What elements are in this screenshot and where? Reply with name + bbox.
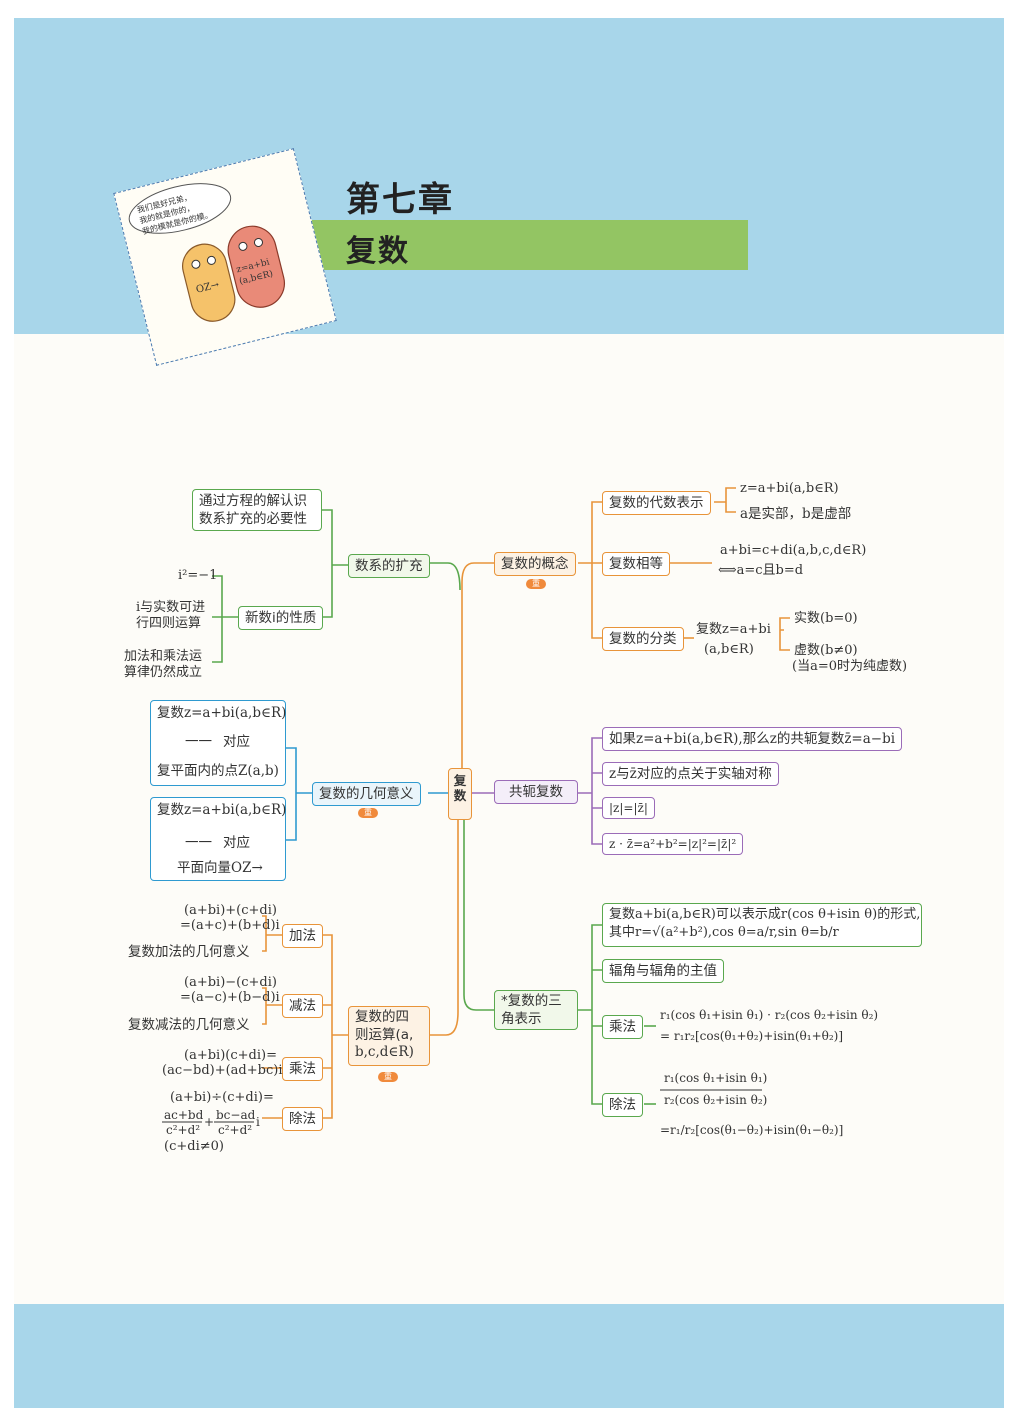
classify-z-2: (a,b∈R) [704, 642, 754, 657]
node-classification: 复数的分类 [602, 627, 684, 652]
conjugate-symmetry: z与z̄对应的点关于实轴对称 [602, 762, 779, 787]
footer-band [14, 1304, 1004, 1408]
trig-def-line-1: 复数a+bi(a,b∈R)可以表示成r(cos θ+isin θ)的形式, [609, 907, 921, 922]
i-prop-line-3: 加法和乘法运 [124, 649, 203, 664]
node-conjugate: 共轭复数 [494, 780, 578, 805]
mul-formula-2: (ac−bd)+(ad+bc)i [162, 1063, 283, 1078]
trig-argument: 辐角与辐角的主值 [602, 959, 724, 984]
classify-z-1: 复数z=a+bi [696, 622, 771, 637]
div-formula-1: (a+bi)÷(c+di)= [170, 1090, 274, 1105]
node-complex-equal: 复数相等 [602, 552, 670, 577]
trig-label-1: *复数的三 [501, 993, 562, 1009]
trig-label-2: 角表示 [501, 1010, 542, 1027]
div-num-2: bc−ad [216, 1108, 256, 1122]
node-arithmetic: 复数的四 则运算(a, b,c,d∈R) [348, 1006, 430, 1066]
trig-mul-line-1: r₁(cos θ₁+isin θ₁) · r₂(cos θ₂+isin θ₂) [660, 1008, 879, 1022]
key-badge: 重 [526, 579, 546, 589]
chapter-label: 第七章 [346, 180, 454, 220]
node-addition: 加法 [282, 924, 323, 949]
div-i: i [256, 1115, 260, 1129]
title-bar [282, 220, 748, 270]
sub-geometry: 复数减法的几何意义 [128, 1017, 250, 1033]
cartoon-illustration: 我们是好兄弟， 我的就是你的， 我的模就是你的模。 OZ→ z=a+bi (a,… [113, 148, 337, 366]
mul-formula-1: (a+bi)(c+di)= [184, 1048, 277, 1063]
trig-def-line-2: 其中r=√(a²+b²),cos θ=a/r,sin θ=b/r [609, 924, 839, 940]
i-prop-line-1: i与实数可进 [136, 600, 206, 615]
trig-div-result: =r₁/r₂[cos(θ₁−θ₂)+isin(θ₁−θ₂)] [660, 1123, 844, 1137]
reason-line-2: 数系扩充的必要性 [199, 511, 307, 528]
i-prop-line-2: 行四则运算 [136, 616, 202, 631]
trig-mul-line-2: = r₁r₂[cos(θ₁+θ₂)+isin(θ₁+θ₂)] [660, 1029, 844, 1043]
classify-real: 实数(b=0) [794, 611, 858, 626]
arith-line-2: 则运算(a, [355, 1026, 414, 1043]
key-badge: 重 [378, 1072, 398, 1082]
conjugate-product: z · z̄=a²+b²=|z|²=|z̄|² [602, 833, 744, 856]
classify-imag: 虚数(b≠0) [794, 643, 858, 658]
i-prop-line-4: 算律仍然成立 [124, 665, 203, 680]
div-num-1: ac+bd [164, 1108, 204, 1122]
node-trig-form: *复数的三 角表示 [494, 990, 578, 1030]
add-formula-1: (a+bi)+(c+di) [184, 903, 277, 918]
geometry-box-point: 复数z=a+bi(a,b∈R) 一一 对应 复平面内的点Z(a,b) [150, 700, 286, 786]
reason-line-1: 通过方程的解认识 [199, 493, 307, 509]
page-title: 复数 [346, 234, 410, 269]
div-den-1: c²+d² [166, 1123, 201, 1137]
geo-box2-correspond: 对应 [223, 835, 250, 851]
classify-pure: (当a=0时为纯虚数) [792, 659, 908, 674]
algebraic-line-2: a是实部，b是虚部 [740, 506, 852, 522]
add-geometry: 复数加法的几何意义 [128, 944, 250, 960]
center-node: 复数 [448, 768, 472, 820]
node-number-system-expansion: 数系的扩充 [348, 554, 430, 579]
div-den-2: c²+d² [218, 1123, 253, 1137]
arith-line-3: b,c,d∈R) [355, 1044, 414, 1061]
equal-line-2: ⟺a=c且b=d [718, 563, 804, 578]
node-algebraic-form: 复数的代数表示 [602, 491, 711, 516]
conjugate-definition: 如果z=a+bi(a,b∈R),那么z的共轭复数z̄=a−bi [602, 727, 903, 752]
geo-box1-line1: 复数z=a+bi(a,b∈R) [157, 705, 287, 721]
sub-formula-2: =(a−c)+(b−d)i [180, 990, 280, 1005]
node-subtraction: 减法 [282, 994, 323, 1019]
geo-box1-dash: 一一 [185, 734, 212, 750]
i-squared: i²=−1 [178, 568, 218, 583]
sub-formula-1: (a+bi)−(c+di) [184, 975, 277, 990]
node-multiplication: 乘法 [282, 1057, 323, 1082]
node-concept: 复数的概念 [494, 552, 576, 577]
geo-box2-dash: 一一 [185, 835, 212, 851]
arith-line-1: 复数的四 [355, 1009, 409, 1025]
algebraic-line-1: z=a+bi(a,b∈R) [740, 481, 839, 496]
node-expansion-reason: 通过方程的解认识 数系扩充的必要性 [192, 489, 322, 531]
node-geometric-meaning: 复数的几何意义 [312, 782, 421, 807]
geometry-box-vector: 复数z=a+bi(a,b∈R) 一一 对应 平面向量OZ→ [150, 797, 286, 881]
equal-line-1: a+bi=c+di(a,b,c,d∈R) [720, 543, 867, 558]
geo-box2-line1: 复数z=a+bi(a,b∈R) [157, 802, 287, 818]
div-plus: + [204, 1115, 215, 1129]
trig-div-denominator: r₂(cos θ₂+isin θ₂) [664, 1093, 768, 1107]
cartoon-svg: 我们是好兄弟， 我的就是你的， 我的模就是你的模。 OZ→ z=a+bi (a,… [128, 183, 285, 322]
node-division: 除法 [282, 1107, 323, 1132]
conjugate-modulus: |z|=|z̄| [602, 797, 655, 820]
node-trig-multiply: 乘法 [602, 1015, 643, 1040]
add-formula-2: =(a+c)+(b+d)i [180, 918, 280, 933]
trig-definition: 复数a+bi(a,b∈R)可以表示成r(cos θ+isin θ)的形式, 其中… [602, 903, 922, 947]
geo-box2-line3: 平面向量OZ→ [177, 860, 263, 876]
geo-box1-correspond: 对应 [223, 734, 250, 750]
node-trig-divide: 除法 [602, 1093, 643, 1118]
key-badge: 重 [358, 808, 378, 818]
node-new-number-i: 新数i的性质 [238, 606, 324, 631]
trig-div-numerator: r₁(cos θ₁+isin θ₁) [664, 1071, 768, 1085]
div-condition: (c+di≠0) [164, 1139, 224, 1154]
geo-box1-line3: 复平面内的点Z(a,b) [157, 763, 279, 779]
